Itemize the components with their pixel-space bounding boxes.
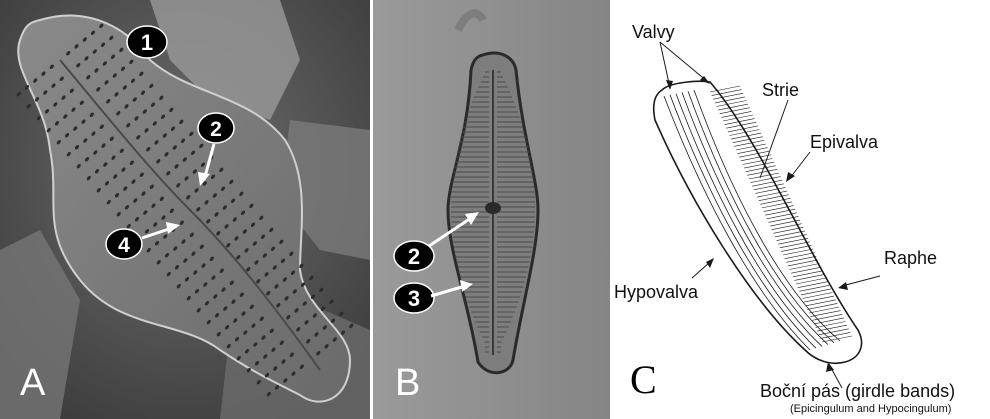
panel-a-sem-image: 1 2 4 A xyxy=(0,0,370,419)
marker-2: 2 xyxy=(198,113,234,186)
label-epivalva: Epivalva xyxy=(810,132,878,153)
lm-diatom-drawing: 2 3 xyxy=(373,0,610,419)
svg-text:4: 4 xyxy=(118,234,130,257)
label-raphe: Raphe xyxy=(884,248,937,269)
panel-letter-b: B xyxy=(395,362,420,405)
marker-1: 1 xyxy=(127,26,167,58)
sem-markers-layer: 1 2 4 xyxy=(0,0,370,419)
schematic-frustule xyxy=(610,0,990,419)
svg-text:3: 3 xyxy=(408,286,420,311)
lm-central-nodule xyxy=(485,202,501,214)
svg-text:2: 2 xyxy=(408,244,420,269)
label-valvy: Valvy xyxy=(632,22,675,43)
label-girdle-sub: (Epicingulum and Hypocingulum) xyxy=(790,403,951,415)
panel-letter-c: C xyxy=(630,356,657,403)
panel-c-line-drawing: Valvy Strie Epivalva Raphe Hypovalva Boč… xyxy=(610,0,990,419)
label-girdle-bands: Boční pás (girdle bands) xyxy=(760,381,955,402)
svg-text:2: 2 xyxy=(210,118,222,141)
frustule-outline xyxy=(654,81,862,363)
panel-b-lm-image: 2 3 B xyxy=(373,0,610,419)
label-hypovalva: Hypovalva xyxy=(614,282,698,303)
label-strie: Strie xyxy=(762,80,799,101)
svg-text:1: 1 xyxy=(141,30,153,55)
marker-4: 4 xyxy=(106,222,180,259)
panel-letter-a: A xyxy=(20,362,45,405)
